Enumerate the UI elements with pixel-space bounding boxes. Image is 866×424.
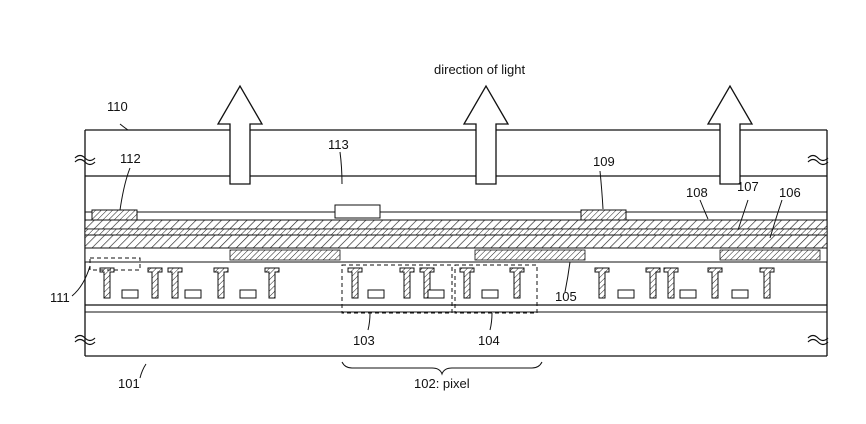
direction-of-light-caption: direction of light [434, 62, 525, 77]
label-104: 104 [478, 333, 500, 348]
light-arrow-left [218, 86, 262, 184]
light-arrow-center [464, 86, 508, 184]
label-106: 106 [779, 185, 801, 200]
label-111: 111 [50, 290, 70, 305]
label-113: 113 [328, 137, 349, 152]
label-108: 108 [686, 185, 708, 200]
label-103: 103 [353, 333, 375, 348]
transistor-row [100, 268, 774, 298]
el-layer-stack [85, 220, 827, 235]
tft-layer [85, 305, 827, 312]
label-105: 105 [555, 289, 577, 304]
light-arrow-right [708, 86, 752, 184]
label-112: 112 [120, 151, 141, 166]
bank-layer [85, 235, 827, 248]
label-110: 110 [107, 99, 128, 114]
label-107: 107 [737, 179, 759, 194]
spacer-center [335, 205, 380, 218]
label-109: 109 [593, 154, 615, 169]
pixel-brace [342, 362, 542, 374]
label-102-pixel: 102: pixel [414, 376, 470, 391]
label-101: 101 [118, 376, 140, 391]
interlayer [85, 248, 827, 262]
